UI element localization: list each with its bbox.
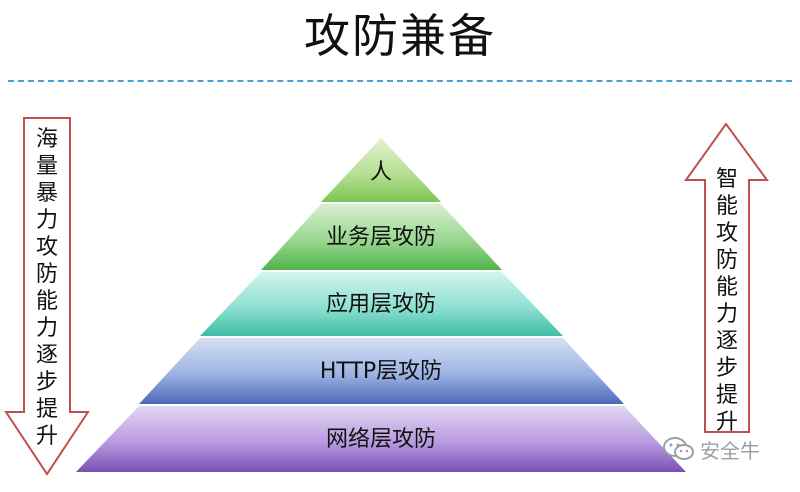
pyramid-level-3-application	[200, 272, 563, 336]
pyramid-level-4-http	[139, 338, 624, 404]
left-down-arrow	[4, 117, 90, 476]
pyramid-label-2: 业务层攻防	[326, 225, 436, 250]
right-up-arrow	[684, 122, 769, 433]
page-title: 攻防兼备	[304, 9, 496, 63]
watermark-text: 安全牛	[700, 438, 760, 463]
pyramid-label-4: HTTP层攻防	[320, 359, 442, 384]
wechat-icon	[663, 437, 694, 460]
left-arrow-text: 海量暴力攻防能力逐步提升	[35, 127, 58, 449]
pyramid-layers	[76, 138, 686, 472]
pyramid-level-5-network	[76, 406, 686, 472]
right-arrow-text: 智能攻防能力逐步提升	[715, 167, 738, 435]
pyramid-label-5: 网络层攻防	[326, 427, 436, 452]
dashed-divider	[8, 80, 792, 82]
pyramid-label-1: 人	[370, 160, 392, 185]
pyramid-level-2-business	[261, 204, 502, 270]
pyramid-level-1-person	[321, 138, 441, 202]
watermark: 安全牛	[662, 436, 760, 463]
pyramid-label-3: 应用层攻防	[326, 292, 436, 317]
